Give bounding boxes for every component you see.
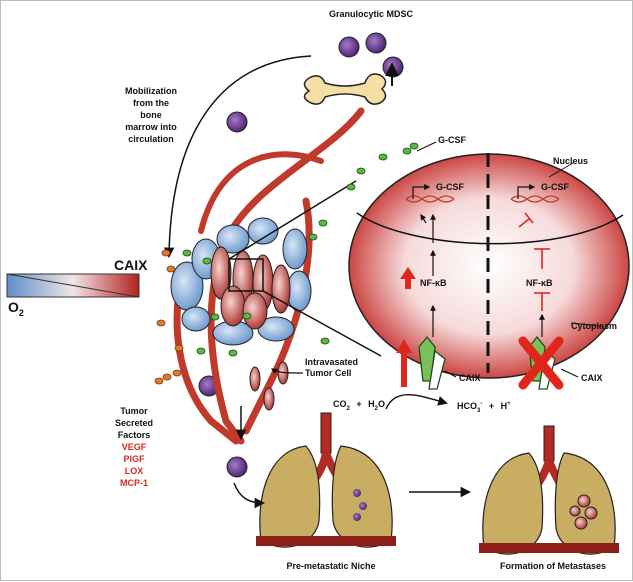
nucleus-pointer: [548, 162, 574, 178]
plus-sign: +: [488, 401, 495, 411]
pathway-right-inhibited: [518, 212, 550, 311]
zoom-line-top: [228, 180, 357, 260]
mobilization-line: circulation: [128, 134, 174, 144]
label-nfkb-left: NF-κB: [420, 278, 447, 288]
lungs-pre-metastatic: [256, 412, 396, 548]
reaction-arrow: [385, 394, 448, 410]
mobilization-line: bone: [140, 110, 162, 120]
label-gcsf-gene-left: G-CSF: [436, 182, 464, 192]
factor-lox: LOX: [124, 466, 144, 476]
lungs-metastases: [479, 425, 619, 555]
intravasated-pointer: [270, 368, 304, 374]
oxygen-gradient-bar: [6, 273, 140, 298]
label-reaction-left: CO2 + H2O: [333, 399, 385, 415]
label-intravasated: Intravasated Tumor Cell: [305, 357, 358, 379]
intravasated-line: Intravasated: [305, 357, 359, 367]
caix-left-pointer: [444, 370, 457, 378]
niche-arrival-arrow: [233, 482, 266, 509]
hco3-charge: -: [480, 401, 483, 407]
oxygen-subscript: 2: [18, 307, 24, 318]
label-granulocytic-mdsc: Granulocytic MDSC: [328, 9, 413, 19]
cytoplasm-pointer: [570, 322, 602, 327]
label-gcsf-gene-right: G-CSF: [541, 182, 569, 192]
dna-left: [405, 195, 455, 203]
co2-symbol: CO: [333, 399, 347, 409]
label-caix-right: CAIX: [581, 373, 603, 383]
pathway-left: [420, 213, 436, 337]
caix-receptor-left: [418, 335, 446, 390]
label-caix-gradient: CAIX: [114, 257, 148, 273]
hco3-symbol: HCO: [457, 401, 477, 411]
label-caix-left: CAIX: [459, 373, 481, 383]
upregulation-arrows: [396, 267, 416, 387]
label-nfkb-right: NF-κB: [526, 278, 553, 288]
inhibition-x-icon: [518, 336, 564, 390]
label-oxygen: O2: [8, 299, 24, 321]
tumor-secreted-line: Tumor: [120, 406, 148, 416]
transcription-arrow-right: [517, 184, 536, 199]
factor-mcp1: MCP-1: [119, 478, 148, 488]
h2o-symbol: H: [368, 399, 375, 409]
label-nucleus: Nucleus: [553, 156, 589, 166]
h-charge: +: [507, 401, 511, 407]
tumor-secreted-line: Factors: [117, 430, 151, 440]
oxygen-symbol: O: [8, 299, 19, 315]
factor-vegf: VEGF: [121, 442, 147, 452]
zoom-line-bottom: [262, 290, 382, 357]
plus-sign: +: [356, 399, 362, 409]
tumor-secreted-line: Secreted: [114, 418, 154, 428]
label-gcsf-secreted: G-CSF: [438, 135, 466, 145]
label-tumor-secreted: Tumor Secreted Factors VEGF PlGF LOX MCP…: [104, 405, 164, 489]
label-mobilization: Mobilization from the bone marrow into c…: [111, 85, 191, 145]
label-pre-metastatic: Pre-metastatic Niche: [286, 561, 376, 571]
caix-right-pointer: [560, 368, 579, 378]
h-symbol: H: [500, 401, 508, 411]
intravasated-line: Tumor Cell: [305, 368, 352, 378]
factor-plgf: PlGF: [123, 454, 145, 464]
tumor-cell-zoom: [348, 153, 630, 379]
h2o-oxygen: O: [377, 399, 385, 409]
label-reaction-right: HCO3- + H+: [457, 399, 511, 417]
mobilization-line: from the: [133, 98, 169, 108]
co2-subscript: 2: [346, 405, 350, 412]
h2o-subscript: 2: [374, 405, 378, 412]
mobilization-arrow: [163, 55, 312, 259]
mobilization-line: marrow into: [125, 122, 177, 132]
mobilization-line: Mobilization: [125, 86, 177, 96]
tumor-mass: [170, 217, 312, 346]
bone-marrow-icon: [303, 73, 387, 105]
label-metastases: Formation of Metastases: [499, 561, 607, 571]
zoom-box: [228, 258, 264, 292]
secreted-factor-dots: [154, 249, 184, 385]
hco3-subscript: 3: [477, 407, 481, 414]
label-cytoplasm: Cytoplasm: [571, 321, 618, 331]
gcsf-pointer: [416, 141, 437, 152]
dna-right: [510, 195, 560, 203]
transcription-arrow-left: [412, 184, 431, 199]
